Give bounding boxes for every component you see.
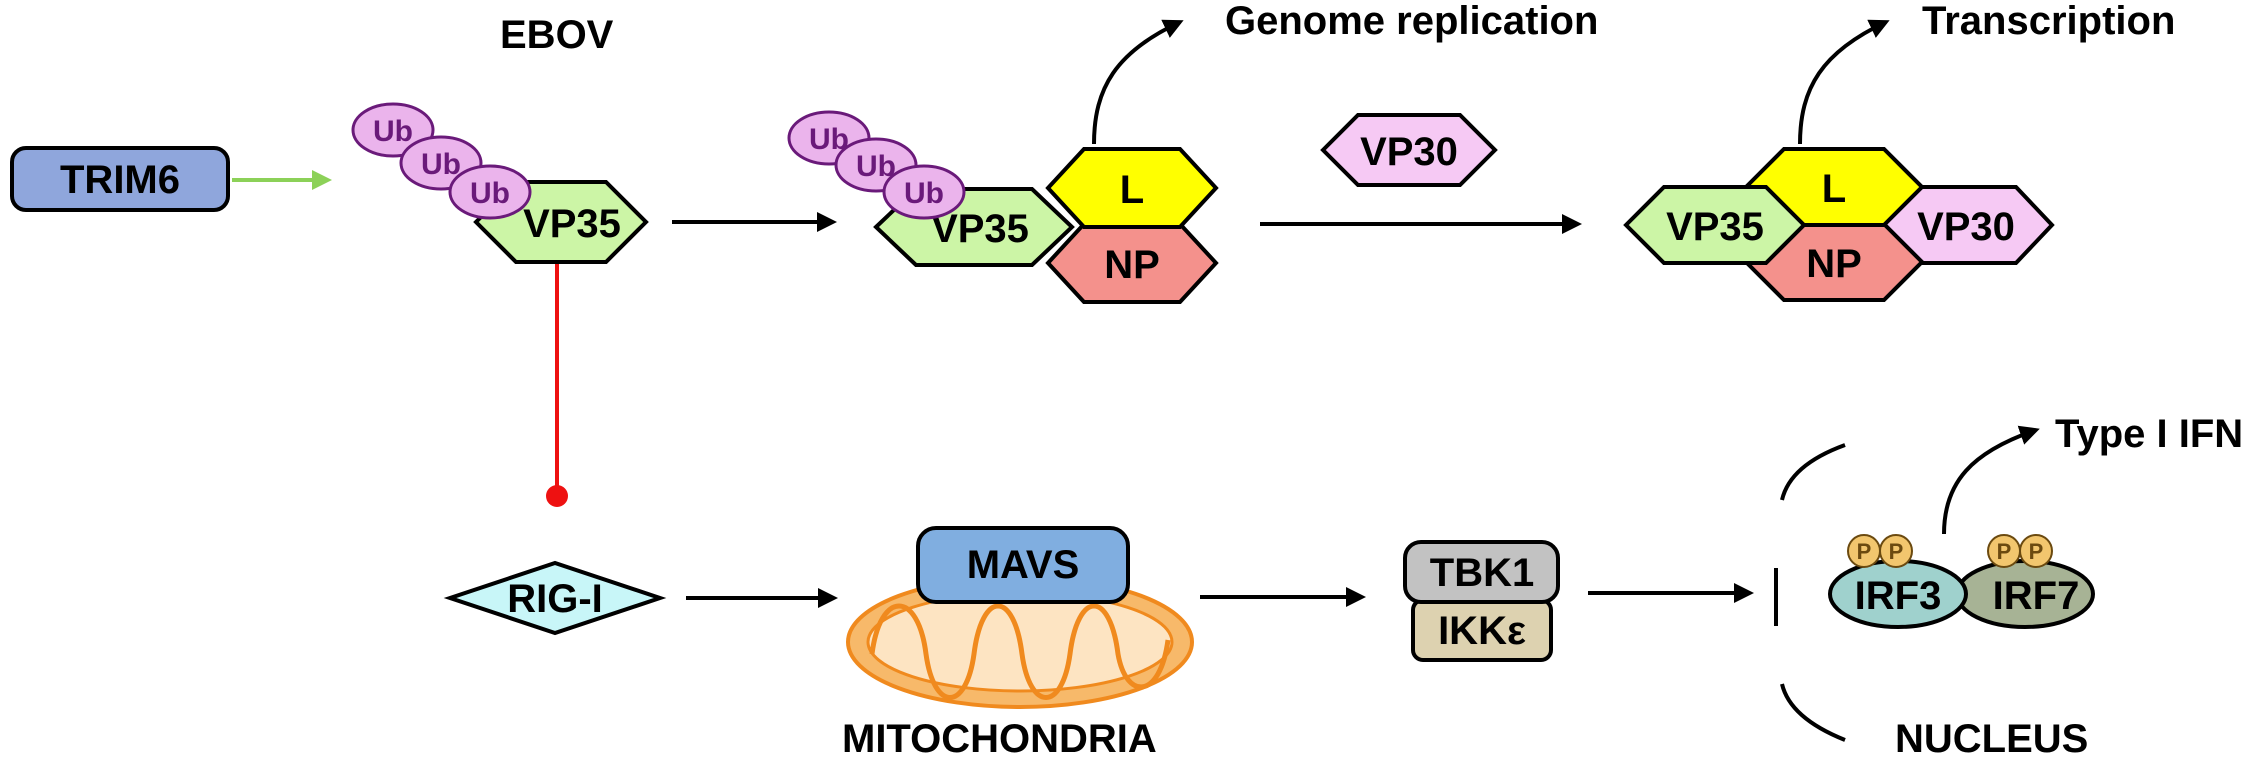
vp35-right-hexagon: [1623, 185, 1807, 265]
ub-middle-3: [882, 164, 966, 220]
ikke-label: IKKε: [1438, 609, 1526, 653]
phospho-irf3-2: [1879, 534, 1913, 568]
phospho-irf7-2-label: P: [2029, 539, 2044, 564]
trim6-node: TRIM6: [10, 146, 230, 212]
tbk1-label: TBK1: [1430, 551, 1534, 595]
genome-replication-label: Genome replication: [1225, 0, 1598, 43]
tbk1-ikke-node: IKKε TBK1: [1403, 540, 1560, 662]
nuclear-membrane-bottom: [1780, 683, 1846, 742]
vp35-right-label: VP35: [1666, 205, 1764, 249]
mitochondria-node: MAVS: [846, 526, 1194, 709]
l-right-label: L: [1822, 167, 1846, 211]
tbk1-box: [1403, 540, 1560, 604]
ub-left-3: [448, 164, 532, 220]
l-middle-hexagon: [1045, 147, 1219, 229]
vp35-left-label: VP35: [523, 202, 621, 246]
trim6-label: TRIM6: [60, 158, 180, 202]
np-right-label: NP: [1806, 242, 1862, 286]
arrow-to-transcription: [1798, 19, 1890, 145]
nucleus-label: NUCLEUS: [1895, 717, 2088, 761]
vp30-free-label: VP30: [1360, 130, 1458, 174]
trim6-box: [10, 146, 230, 212]
irf7-label: IRF7: [1993, 574, 2080, 618]
ub-left-2-label: Ub: [421, 148, 461, 181]
phospho-irf7-1-label: P: [1997, 539, 2012, 564]
vp30-right-label: VP30: [1917, 205, 2015, 249]
ub-left-1-label: Ub: [373, 115, 413, 148]
transcription-complex: VP30 NP L VP35: [1623, 147, 2055, 302]
nuclear-membrane: [1774, 443, 1846, 742]
nuclear-membrane-top: [1780, 443, 1846, 501]
replication-complex: NP L VP35 Ub Ub Ub: [787, 110, 1219, 304]
irf-dimer: IRF7 IRF3 P P P P: [1828, 534, 2095, 629]
arrow-to-genome-replication: [1092, 19, 1184, 145]
ubiquitinated-vp35-left: VP35 Ub Ub Ub: [351, 102, 649, 264]
mitochondria-label: MITOCHONDRIA: [842, 717, 1157, 761]
mavs-label: MAVS: [967, 543, 1080, 587]
vp35-inhibition-end: [546, 485, 568, 507]
ebov-label: EBOV: [500, 13, 614, 57]
arrow-to-type-i-ifn: [1942, 425, 2040, 535]
rig-i-label: RIG-I: [507, 577, 603, 621]
ub-middle-3-label: Ub: [904, 177, 944, 210]
phospho-irf3-2-label: P: [1889, 539, 1904, 564]
np-middle-label: NP: [1104, 243, 1160, 287]
vp30-free-node: VP30: [1320, 113, 1498, 187]
phospho-irf3-1-label: P: [1857, 539, 1872, 564]
rig-i-node: RIG-I: [443, 560, 667, 636]
type-i-ifn-label: Type I IFN: [2055, 412, 2243, 456]
mavs-box: [916, 526, 1130, 604]
transcription-label: Transcription: [1922, 0, 2175, 43]
rig-i-diamond: [443, 560, 667, 636]
l-middle-label: L: [1120, 168, 1144, 212]
ub-left-3-label: Ub: [470, 177, 510, 210]
irf3-label: IRF3: [1855, 574, 1942, 618]
phospho-irf7-2: [2019, 534, 2053, 568]
mitochondrion-cristae: [869, 603, 1171, 700]
vp30-free-hexagon: [1320, 113, 1498, 187]
